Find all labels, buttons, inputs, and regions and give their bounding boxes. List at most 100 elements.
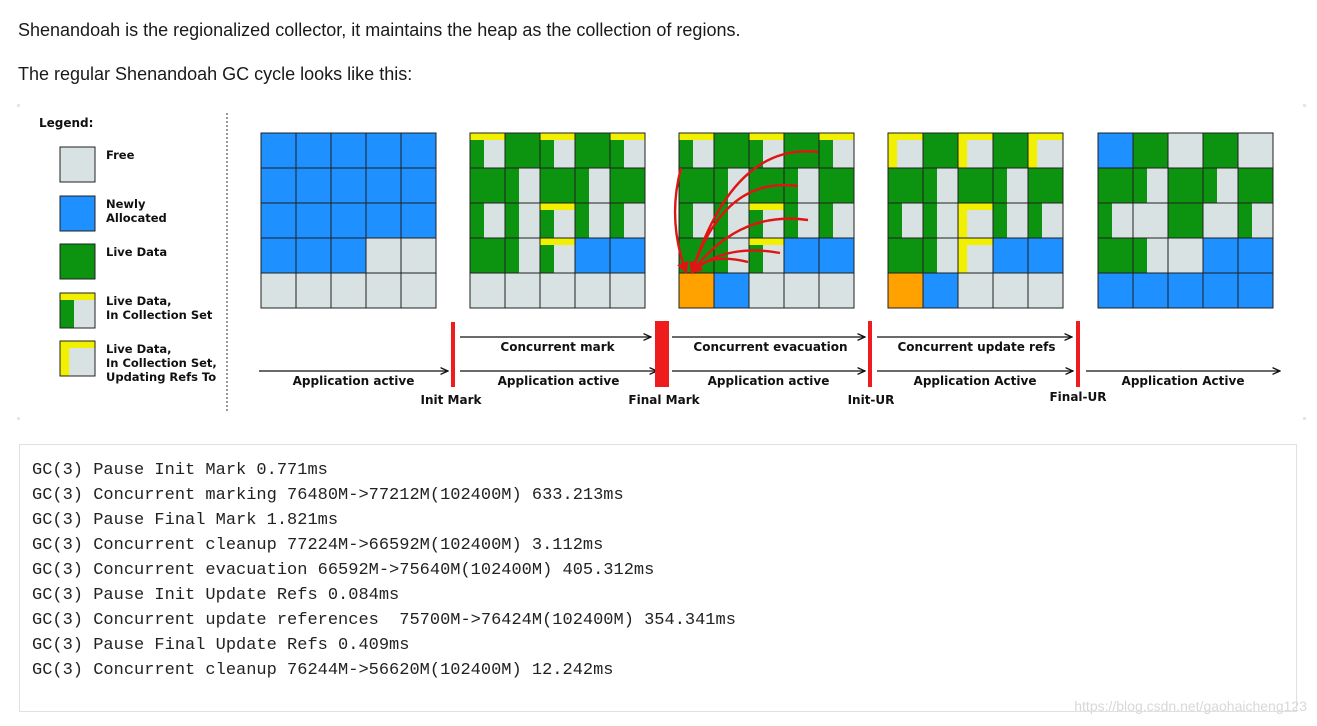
heap-region	[783, 272, 820, 309]
heap-region	[1027, 272, 1064, 309]
heap-region	[365, 272, 402, 309]
app-active-label: Application Active	[914, 374, 1037, 388]
heap-region	[539, 167, 576, 204]
heap-region	[887, 132, 924, 169]
legend-swatch	[59, 243, 96, 280]
heap-region	[992, 202, 1029, 239]
heap-region	[539, 237, 576, 274]
heap-region	[1097, 272, 1134, 309]
heap-region	[574, 237, 611, 274]
heap-region	[295, 202, 332, 239]
heap-region	[295, 237, 332, 274]
legend-swatch	[59, 195, 96, 232]
heap-region	[574, 202, 611, 239]
log-line: GC(3) Concurrent cleanup 76244M->56620M(…	[32, 661, 614, 680]
legend-item-live: Live Data	[59, 243, 167, 280]
heap-region	[1202, 132, 1239, 169]
heap-region	[330, 202, 367, 239]
heap-region	[818, 272, 855, 309]
heap-region	[1202, 237, 1239, 274]
heap-region	[400, 132, 437, 169]
heap-region	[713, 167, 750, 204]
heap-region	[748, 272, 785, 309]
heap-region	[887, 237, 924, 274]
heap-region	[504, 202, 541, 239]
heap-snapshot-2	[469, 132, 646, 309]
heap-region	[678, 272, 715, 309]
legend-label: Allocated	[106, 211, 167, 225]
heap-region	[922, 202, 959, 239]
legend-title: Legend:	[39, 116, 93, 130]
heap-region	[504, 237, 541, 274]
heap-region	[260, 272, 297, 309]
log-line: GC(3) Pause Final Mark 1.821ms	[32, 511, 339, 530]
heap-region	[59, 195, 96, 232]
heap-region	[922, 132, 959, 169]
heap-region	[1237, 237, 1274, 274]
legend-swatch	[59, 146, 96, 183]
heap-region	[748, 132, 785, 169]
heap-region	[887, 272, 924, 309]
heap-region	[1237, 202, 1274, 239]
heap-region	[1167, 272, 1204, 309]
heap-region	[295, 167, 332, 204]
log-line: GC(3) Concurrent marking 76480M->77212M(…	[32, 486, 624, 505]
legend-label: In Collection Set	[106, 308, 213, 322]
heap-region	[992, 167, 1029, 204]
heap-region	[1132, 272, 1169, 309]
heap-snapshots	[260, 132, 1274, 309]
heap-region	[1167, 237, 1204, 274]
legend-label: Updating Refs To	[106, 370, 216, 384]
heap-region	[818, 132, 855, 169]
heap-region	[1132, 132, 1169, 169]
heap-region	[365, 202, 402, 239]
evacuation-arrow	[689, 183, 799, 275]
log-line: GC(3) Concurrent evacuation 66592M->7564…	[32, 561, 655, 580]
heap-region	[1237, 272, 1274, 309]
heap-region	[1237, 132, 1274, 169]
intro-paragraph-2: The regular Shenandoah GC cycle looks li…	[18, 64, 413, 84]
heap-region	[957, 132, 994, 169]
heap-snapshot-1	[260, 132, 437, 309]
frame-corner	[17, 104, 20, 107]
heap-region	[59, 146, 96, 183]
heap-region	[609, 272, 646, 309]
log-line: GC(3) Pause Init Update Refs 0.084ms	[32, 586, 400, 605]
heap-region	[957, 272, 994, 309]
app-active-label: Application Active	[1122, 374, 1245, 388]
pause-bar	[655, 321, 669, 387]
evacuation-arrow	[690, 217, 809, 274]
watermark: https://blog.csdn.net/gaohaicheng123	[1074, 698, 1307, 714]
heap-region	[887, 202, 924, 239]
heap-region	[295, 272, 332, 309]
heap-region	[365, 167, 402, 204]
heap-region	[957, 167, 994, 204]
heap-snapshot-5	[1097, 132, 1274, 309]
heap-region	[609, 132, 646, 169]
legend-item-upd: Live Data,In Collection Set,Updating Ref…	[59, 340, 217, 384]
concurrent-phase-label: Concurrent evacuation	[693, 340, 847, 354]
heap-region	[609, 237, 646, 274]
heap-region	[469, 237, 506, 274]
heap-region	[469, 272, 506, 309]
heap-region	[1097, 202, 1134, 239]
heap-region	[59, 340, 96, 377]
heap-region	[1167, 202, 1204, 239]
legend-label: Live Data,	[106, 294, 172, 308]
heap-region	[400, 237, 437, 274]
legend-label: Live Data	[106, 245, 167, 259]
heap-region	[1202, 272, 1239, 309]
concurrent-phase-label: Concurrent update refs	[898, 340, 1056, 354]
evacuation-arrows	[673, 150, 819, 275]
pause-bar	[1076, 321, 1080, 387]
heap-region	[295, 132, 332, 169]
pause-label: Init Mark	[421, 393, 483, 407]
heap-region	[59, 292, 96, 329]
heap-region	[957, 237, 994, 274]
legend-swatch	[59, 340, 96, 377]
heap-region	[1097, 237, 1134, 274]
log-line: GC(3) Pause Final Update Refs 0.409ms	[32, 636, 410, 655]
heap-region	[783, 202, 820, 239]
heap-region	[678, 132, 715, 169]
